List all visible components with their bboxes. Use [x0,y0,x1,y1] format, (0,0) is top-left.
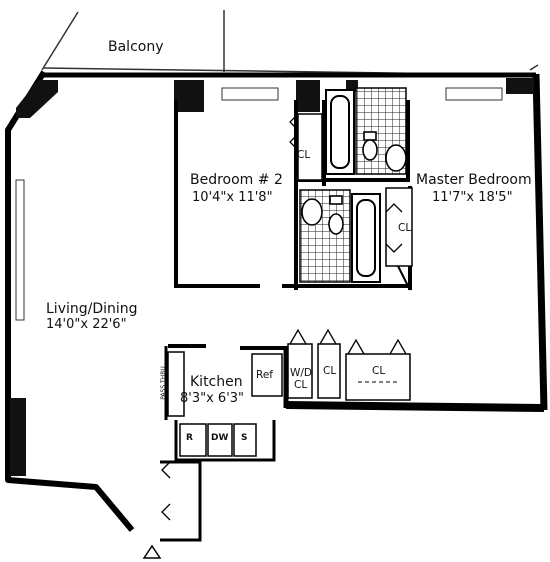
wall-columns [10,78,534,476]
master-closet-wall [397,265,411,291]
kitchen-walls [160,344,289,542]
living-name: Living/Dining [46,301,138,317]
bedroom2-size: 10'4"x 11'8" [192,190,273,205]
kitchen-name: Kitchen [190,374,243,390]
closet-doors [161,113,407,521]
kitchen-size: 8'3"x 6'3" [180,391,245,406]
bedroom2-name: Bedroom # 2 [190,172,283,188]
window-strips [15,87,503,321]
living-size: 14'0"x 22'6" [46,317,127,332]
closet-label-master: CL [398,222,412,234]
closet-label-bed2: CL [297,149,311,161]
master-name: Master Bedroom [416,172,532,188]
range-label: R [186,433,193,443]
closets [287,113,413,401]
sink-label: S [241,433,248,443]
bath-fixtures [301,131,407,235]
bathtubs [325,89,381,283]
ref-label: Ref [256,369,273,381]
balcony-label: Balcony [108,39,164,55]
kitchen-appliances [179,423,257,457]
dishwasher-label: DW [211,433,229,443]
refrigerator [251,353,283,397]
entry-arrow [142,544,162,559]
bath-1-floor [355,87,407,175]
master-size: 11'7"x 18'5" [432,190,513,205]
pass-thru-shelf [167,351,185,417]
wd-label: W/D [290,367,313,379]
closet-label-hall: CL [323,365,337,377]
pass-thru-label: PASS THRU [159,366,167,400]
wd-cl-label: CL [294,379,308,391]
closet-label-linen: CL [372,365,386,377]
